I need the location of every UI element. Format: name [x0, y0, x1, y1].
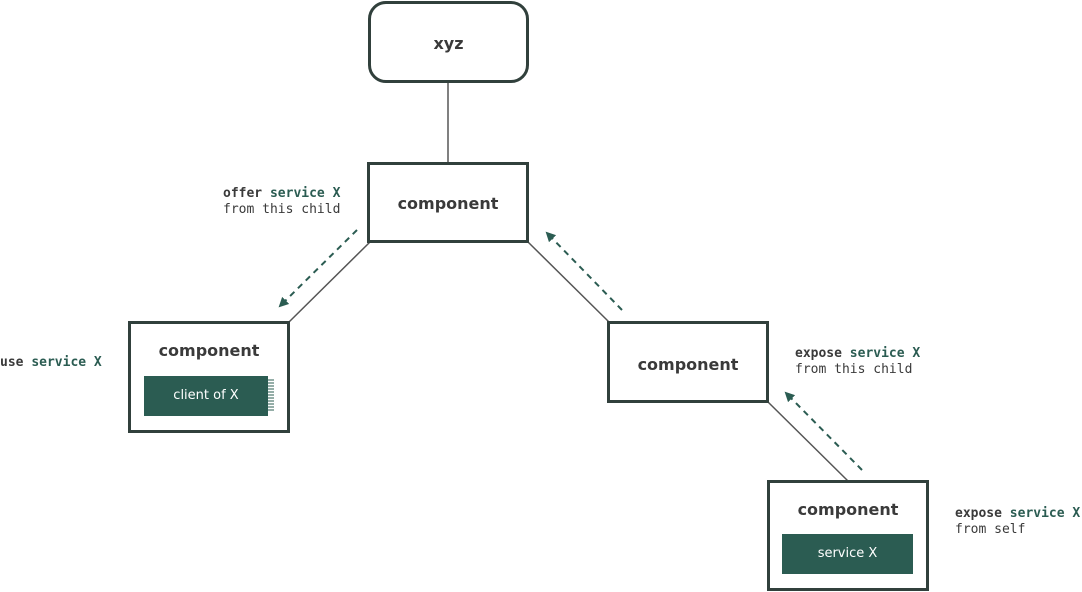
component-left: component client of X — [128, 321, 290, 433]
component-label: component — [797, 500, 899, 519]
expose-child-note: expose service X from this child — [795, 346, 920, 378]
edge-middle-to-left — [288, 241, 371, 323]
component-label: component — [158, 341, 260, 360]
use-verb: use — [0, 355, 24, 370]
expose-child-scope: from this child — [795, 362, 913, 377]
offer-note: offer service X from this child — [223, 186, 340, 218]
edge-right-to-bottom — [767, 401, 850, 483]
expose-self-note: expose service X from self — [955, 506, 1080, 538]
service-badge-label: service X — [817, 546, 878, 561]
root-label: xyz — [433, 34, 464, 53]
component-middle: component — [367, 162, 529, 243]
expose-self-scope: from self — [955, 522, 1026, 537]
arrow-offer-to-left — [278, 229, 358, 308]
use-service: service X — [31, 355, 102, 370]
client-badge: client of X — [144, 376, 274, 416]
expose-child-service: service X — [849, 346, 921, 361]
client-badge-label: client of X — [173, 388, 239, 403]
arrow-expose-to-middle — [545, 231, 623, 311]
offer-verb: offer — [223, 186, 263, 201]
root-node: xyz — [368, 1, 529, 83]
use-note: use service X — [0, 355, 102, 371]
plug-connector-icon — [264, 379, 274, 411]
offer-service: service X — [269, 186, 341, 201]
edge-middle-to-right — [527, 241, 610, 323]
component-bottom: component service X — [767, 480, 929, 591]
component-label: component — [397, 194, 499, 213]
service-badge: service X — [782, 534, 913, 574]
component-label: component — [637, 355, 739, 374]
expose-child-verb: expose — [795, 346, 842, 361]
arrow-expose-to-right — [784, 391, 863, 471]
expose-self-verb: expose — [955, 506, 1002, 521]
component-right: component — [607, 321, 769, 403]
offer-scope: from this child — [223, 202, 341, 217]
expose-self-service: service X — [1009, 506, 1081, 521]
